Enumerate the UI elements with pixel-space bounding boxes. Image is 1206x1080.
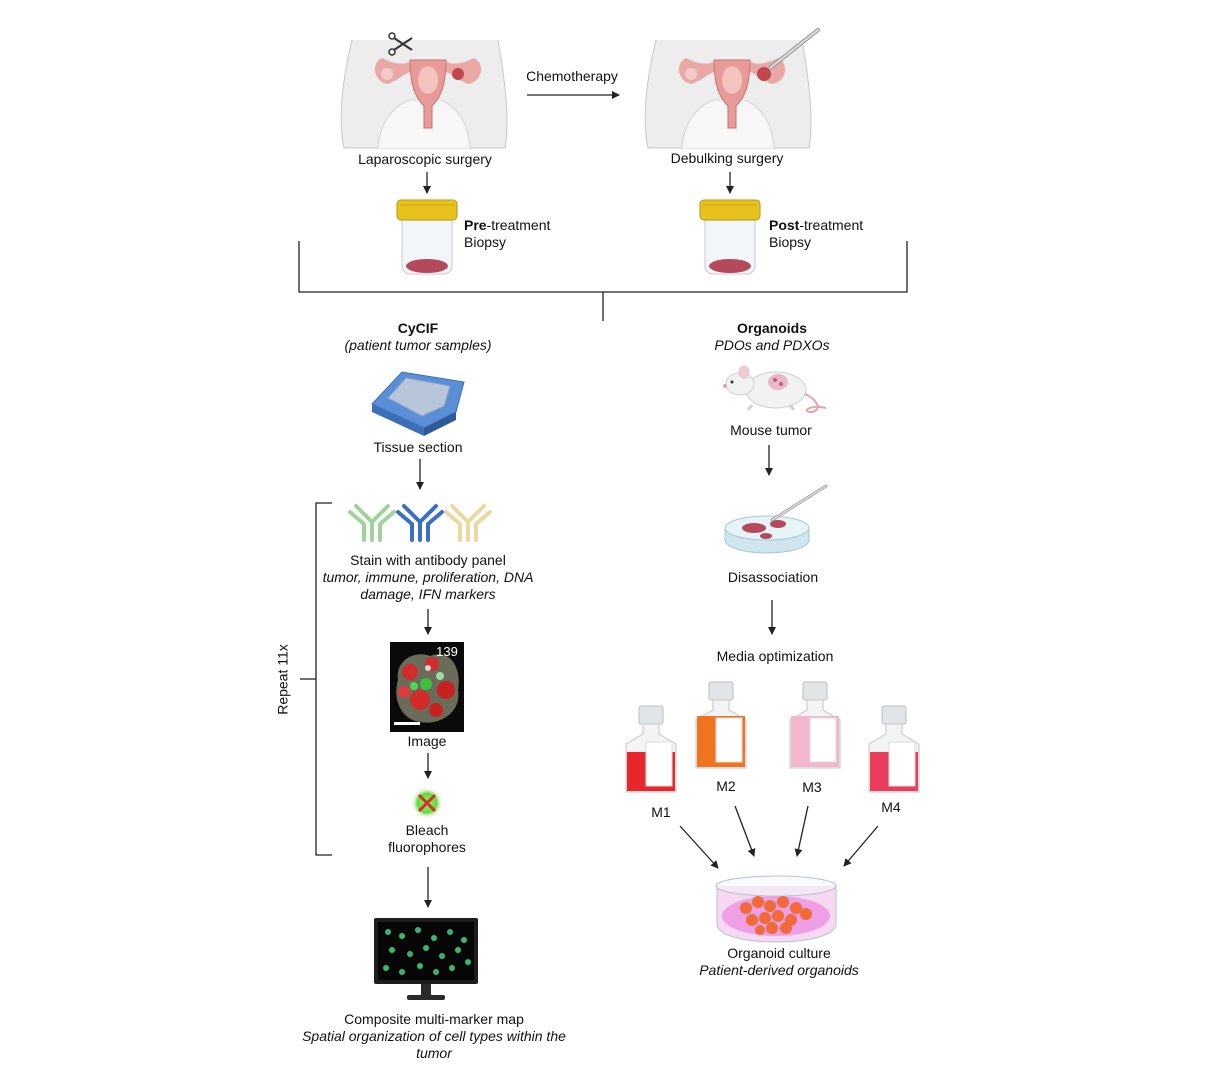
cycif-title: CyCIF — [397, 320, 439, 336]
post-bold: Post — [769, 217, 800, 233]
stain-detail-2: damage, IFN markers — [360, 586, 496, 602]
tissue-slide-icon — [371, 371, 465, 436]
monitor-icon — [374, 918, 478, 1000]
bottle-m1-icon — [625, 705, 677, 793]
organoid-culture-dish-icon — [715, 875, 837, 943]
pelvis-illustration-right — [644, 28, 820, 149]
stain-detail-1: tumor, immune, proliferation, DNA — [322, 569, 534, 585]
antibody-yellow-icon — [444, 504, 492, 542]
pre-treatment-label: Pre-treatment — [464, 217, 550, 234]
pre-biopsy-label: Biopsy — [464, 234, 507, 250]
scissors-icon — [388, 32, 413, 56]
arrow-m3-to-culture — [794, 805, 809, 857]
antibody-blue-icon — [396, 504, 444, 542]
m1-label: M1 — [651, 804, 671, 820]
composite-label: Composite multi-marker map — [344, 1011, 524, 1027]
bleach-label-2: fluorophores — [388, 839, 466, 855]
image-number: 139 — [436, 644, 458, 659]
m4-label: M4 — [881, 799, 901, 815]
m2-label: M2 — [716, 778, 736, 794]
post-biopsy-jar-icon — [699, 199, 761, 275]
pre-biopsy-jar-icon — [396, 199, 458, 275]
cycif-subtitle: (patient tumor samples) — [344, 337, 492, 353]
organoid-culture-label: Organoid culture — [727, 945, 831, 961]
pre-rest: -treatment — [486, 217, 551, 233]
tissue-section-label: Tissue section — [373, 439, 463, 455]
post-treatment-label: Post-treatment — [769, 217, 863, 234]
pre-bold: Pre — [464, 217, 487, 233]
debulking-surgery-label: Debulking surgery — [670, 150, 784, 166]
mouse-icon — [723, 365, 827, 414]
m3-label: M3 — [802, 779, 822, 795]
arrow-m2-to-culture — [734, 805, 756, 857]
media-optimization-label: Media optimization — [716, 648, 834, 664]
bleach-x-icon — [411, 787, 443, 819]
dissociation-label: Disassociation — [727, 569, 819, 585]
post-biopsy-label: Biopsy — [769, 234, 812, 250]
bottle-m3-icon — [789, 681, 841, 769]
organoid-culture-detail: Patient-derived organoids — [699, 962, 859, 978]
pelvis-illustration-left — [340, 32, 508, 149]
antibody-green-icon — [348, 504, 396, 542]
scalpel-icon — [768, 28, 820, 70]
repeat-label: Repeat 11x — [274, 644, 291, 715]
merge-bracket — [298, 241, 908, 293]
laparoscopic-surgery-label: Laparoscopic surgery — [358, 151, 492, 167]
bottle-m2-icon — [695, 681, 747, 769]
cycif-image-thumbnail — [390, 642, 464, 732]
arrow-m1-to-culture — [679, 825, 719, 869]
bottle-m4-icon — [868, 705, 920, 793]
bleach-label-1: Bleach — [405, 822, 449, 838]
chemotherapy-label: Chemotherapy — [526, 68, 618, 84]
image-label: Image — [407, 733, 447, 749]
stain-label: Stain with antibody panel — [350, 552, 506, 568]
post-rest: -treatment — [799, 217, 864, 233]
composite-detail-1: Spatial organization of cell types withi… — [302, 1028, 566, 1044]
mouse-tumor-label: Mouse tumor — [730, 422, 812, 438]
organoids-subtitle: PDOs and PDXOs — [714, 337, 830, 353]
arrow-m4-to-culture — [843, 825, 879, 867]
composite-detail-2: tumor — [416, 1045, 452, 1061]
petri-dish-icon — [724, 484, 828, 554]
organoids-title: Organoids — [736, 320, 807, 336]
